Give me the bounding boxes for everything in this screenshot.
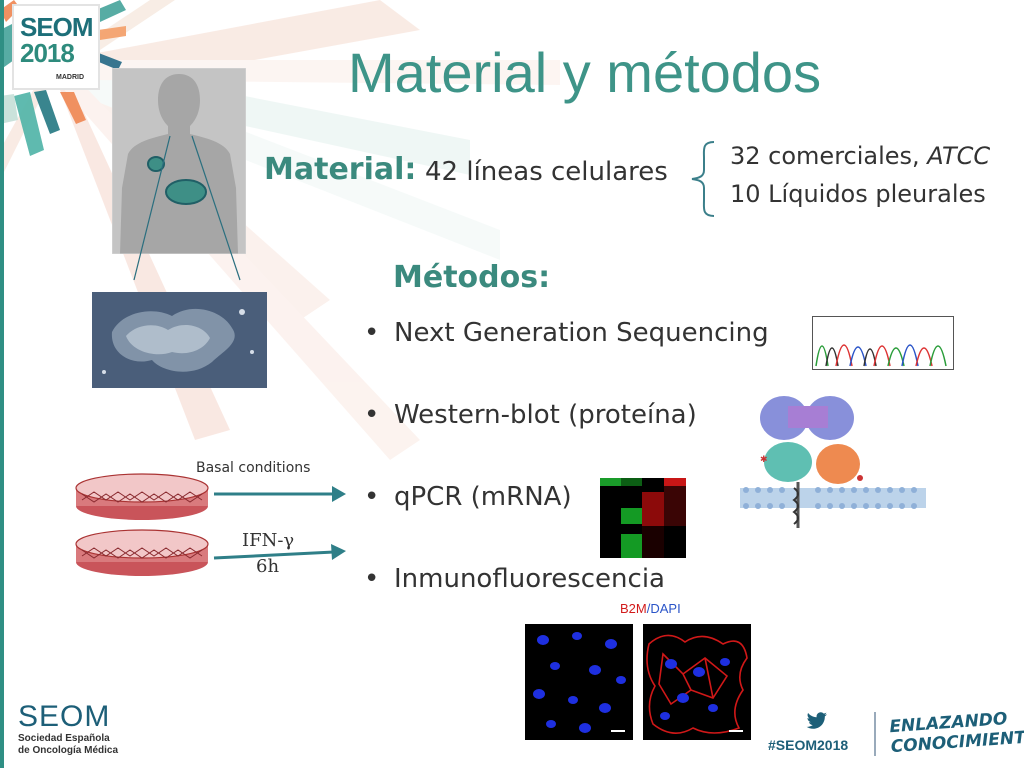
logo-year: 2018	[20, 38, 75, 68]
mhc-protein-illustration: ✱	[740, 396, 926, 528]
method-item-immunofluorescence: •Inmunofluorescencia	[364, 564, 665, 594]
immunofluorescence-basal-image	[525, 624, 633, 740]
footer-seom-logo: SEOM	[18, 700, 111, 733]
logo-brand: SEOM	[20, 12, 94, 42]
svg-text:✱: ✱	[760, 455, 768, 465]
method-item-qpcr: •qPCR (mRNA)	[364, 482, 572, 512]
immunofluorescence-ifn-image	[643, 624, 751, 740]
logo-city: MADRID	[56, 74, 84, 81]
footer-divider	[874, 712, 876, 756]
cell-microscopy-image	[92, 292, 267, 388]
material-label: Material:	[264, 152, 417, 187]
ifn-gamma-label: IFN-γ	[242, 530, 295, 551]
basal-conditions-label: Basal conditions	[196, 460, 311, 476]
method-item-ngs: •Next Generation Sequencing	[364, 318, 769, 348]
material-sub-2: 10 Líquidos pleurales	[730, 180, 986, 208]
material-text: 42 líneas celulares	[425, 157, 668, 187]
hashtag-label: #SEOM2018	[768, 737, 849, 753]
zoom-lines	[133, 135, 241, 281]
seom-2018-logo	[14, 6, 98, 88]
culture-dishes-illustration	[75, 473, 209, 576]
human-silhouette-illustration	[112, 68, 246, 254]
twitter-icon	[806, 712, 827, 729]
arrows	[213, 486, 346, 560]
sequencing-chromatogram	[812, 316, 954, 370]
qpcr-heatmap	[600, 478, 686, 558]
metodos-label: Métodos:	[393, 260, 551, 295]
ifn-time-label: 6h	[256, 556, 280, 577]
material-sub-1: 32 comerciales, ATCC	[730, 142, 991, 170]
b2m-dapi-label: B2M/DAPI	[620, 601, 681, 616]
curly-brace	[691, 141, 715, 217]
left-accent-strip	[0, 0, 4, 768]
method-item-western-blot: •Western-blot (proteína)	[364, 400, 697, 430]
slide-title: Material y métodos	[348, 41, 822, 104]
